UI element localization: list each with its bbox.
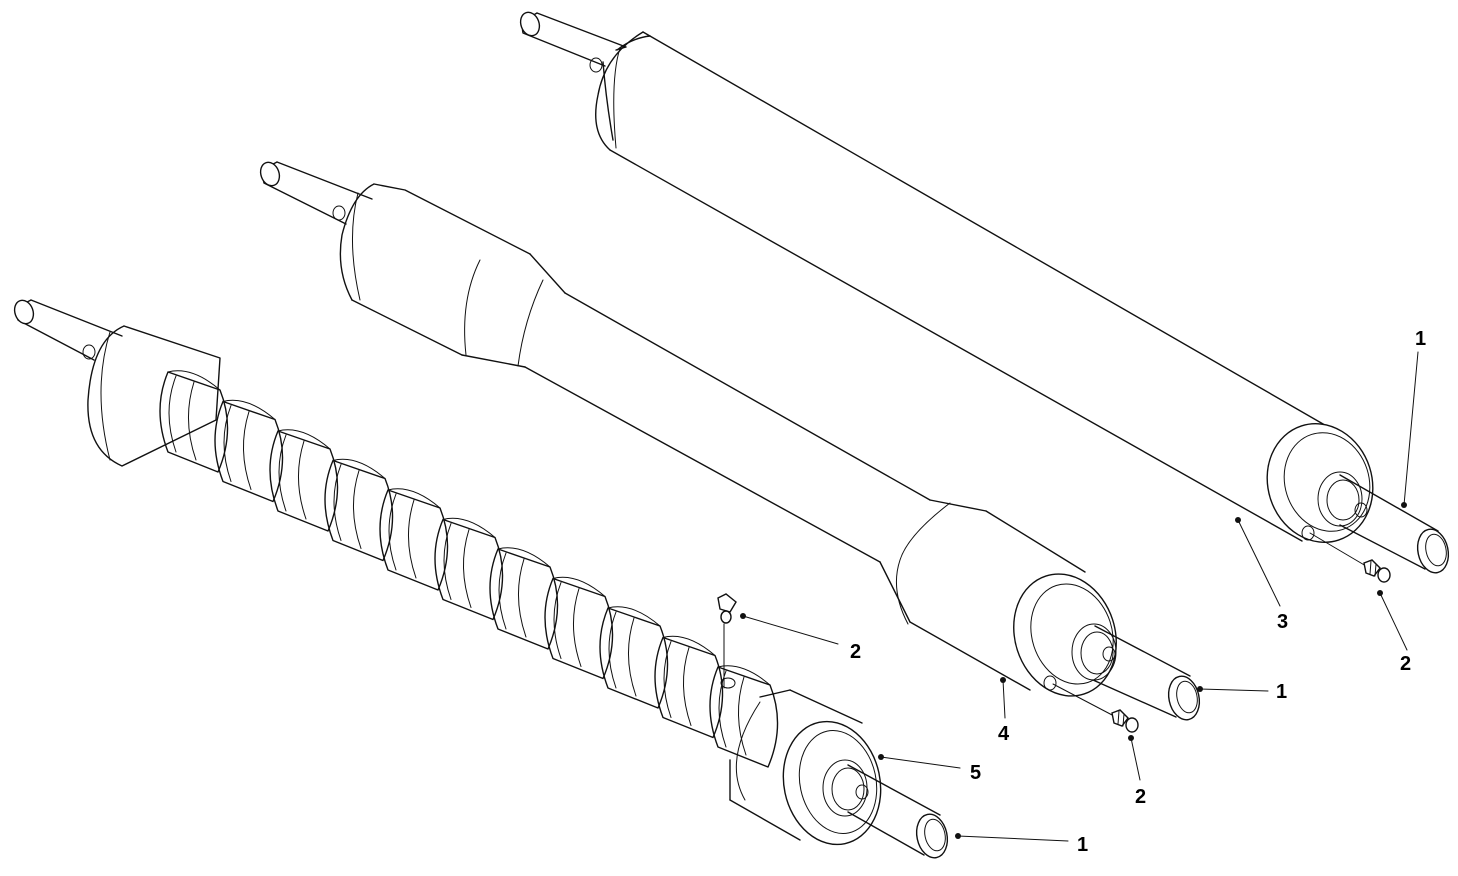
callout-3: 3	[1235, 517, 1288, 633]
callout-1-middle: 1	[1197, 681, 1287, 703]
ribs	[159, 370, 779, 768]
grease-fitting-middle	[1052, 683, 1139, 733]
callout-2-bottom: 2	[740, 613, 861, 663]
callout-label: 3	[1277, 611, 1288, 633]
callout-label: 5	[970, 762, 981, 784]
callout-4: 4	[998, 677, 1010, 745]
rib-ring	[324, 458, 394, 562]
callout-2-top: 2	[1377, 590, 1411, 675]
callout-label: 4	[998, 723, 1010, 745]
right-end-top	[1266, 423, 1450, 574]
roller-body-middle	[339, 183, 1086, 691]
rib-ring	[654, 635, 724, 739]
callout-5: 5	[878, 754, 981, 784]
rib-ring	[489, 547, 559, 650]
right-hub-bottom	[729, 689, 949, 859]
rib-ring	[379, 488, 449, 591]
callout-label: 1	[1415, 328, 1426, 350]
callout-label: 1	[1077, 834, 1088, 856]
callout-1-bottom: 1	[955, 833, 1088, 856]
callout-1-top: 1	[1401, 328, 1426, 508]
left-shaft-bottom	[13, 299, 123, 361]
rib-ring	[599, 606, 669, 709]
left-hub-bottom	[87, 325, 221, 467]
callout-label: 2	[850, 641, 861, 663]
callout-label: 2	[1400, 653, 1411, 675]
grease-fitting-top	[1309, 532, 1391, 583]
stepped-roller	[259, 161, 1201, 733]
rib-ring	[159, 370, 229, 473]
ribbed-roller	[13, 299, 949, 859]
rib-ring	[544, 576, 614, 680]
rib-ring	[434, 517, 504, 621]
callout-label: 2	[1135, 786, 1146, 808]
rib-ring	[214, 399, 284, 503]
right-end-middle	[1013, 573, 1201, 721]
left-shaft-middle	[259, 161, 373, 225]
rib-ring	[269, 429, 339, 532]
callout-2-middle: 2	[1128, 735, 1146, 808]
smooth-roller	[519, 11, 1450, 583]
grease-fitting-bottom	[717, 593, 737, 689]
left-shaft-top	[519, 11, 627, 73]
roller-body-top	[595, 31, 1331, 542]
callout-label: 1	[1276, 681, 1287, 703]
callouts: 1 2 3 1 4 2 2	[740, 328, 1426, 856]
